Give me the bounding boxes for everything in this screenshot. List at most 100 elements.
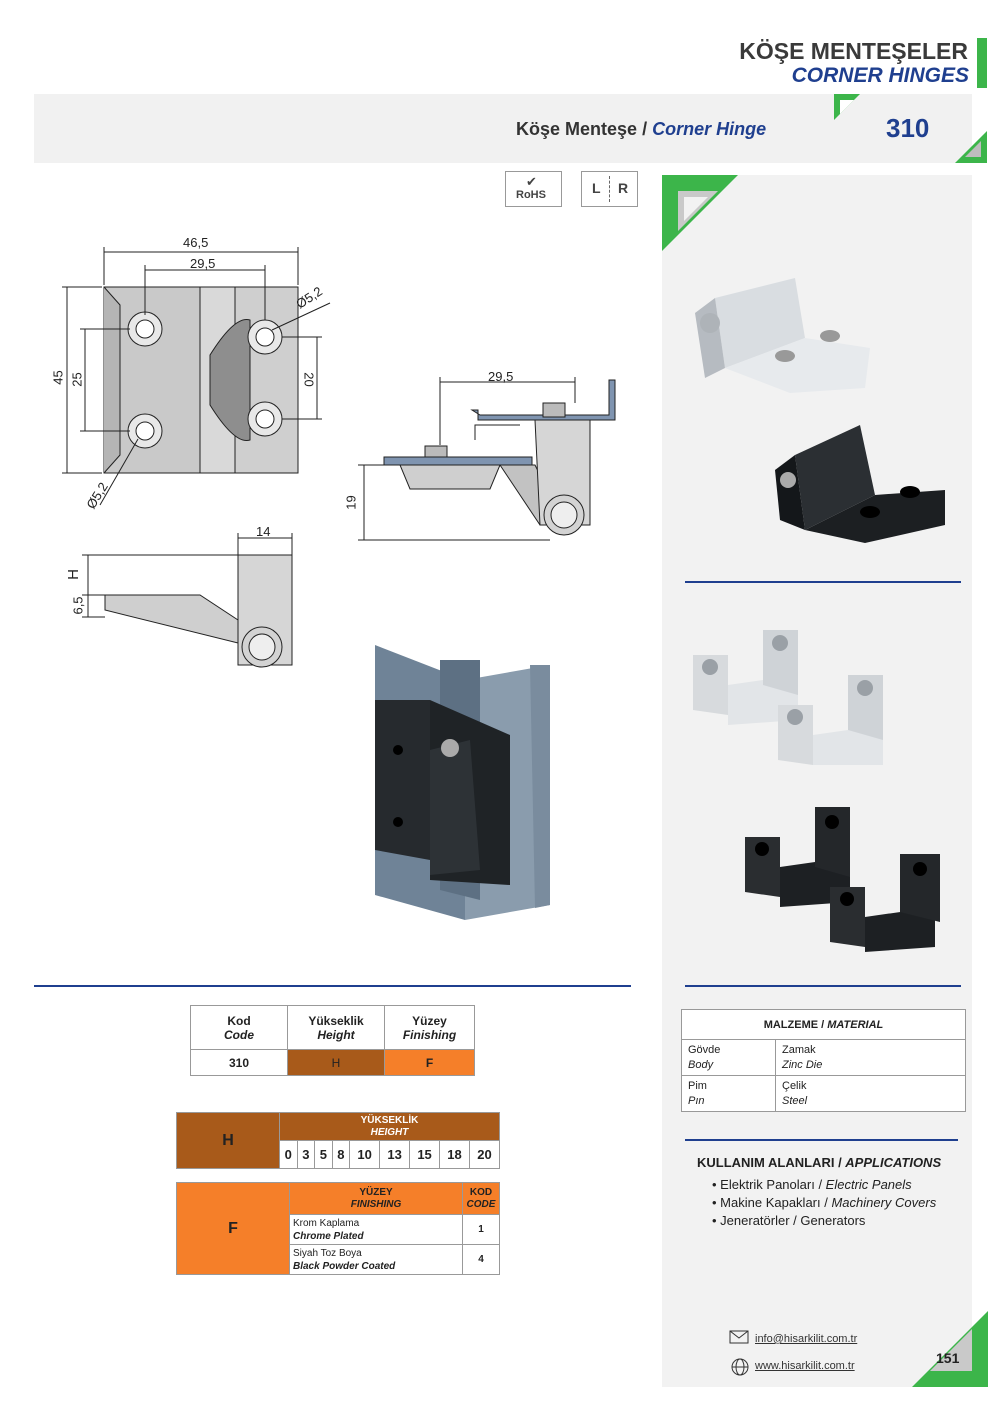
dim-45: 45	[50, 370, 66, 385]
material-title-tr: MALZEME	[763, 1018, 819, 1031]
height-values-row: 0 3 5 8 10 13 15 18 20	[177, 1140, 500, 1169]
height-value: 10	[349, 1140, 381, 1169]
height-header: Yükseklik Height	[287, 1005, 385, 1050]
globe-icon	[731, 1358, 749, 1376]
accent-bar	[977, 38, 987, 88]
height-value: 5	[314, 1140, 333, 1169]
page-title-tr: KÖŞE MENTEŞELER	[739, 38, 968, 64]
finishing-header: Yüzey Finishing	[384, 1005, 475, 1050]
dim-H: H	[64, 569, 82, 580]
header-tr: Yüzey	[412, 1013, 447, 1028]
application-en: Machinery Covers	[831, 1195, 937, 1210]
finish-name-en: Chrome Plated	[293, 1230, 364, 1242]
finish-label: F	[176, 1182, 290, 1275]
part-tr: Gövde	[688, 1043, 721, 1056]
material-tr: Çelik	[782, 1079, 807, 1092]
sidebar-corner-decoration	[662, 175, 738, 251]
part-tr: Pim	[688, 1079, 707, 1092]
product-name-sep: /	[642, 119, 648, 139]
height-label: H	[176, 1112, 280, 1169]
black-hinge-image	[775, 425, 945, 543]
code-table: Kod Code Yükseklik Height Yüzey Finishin…	[190, 1005, 475, 1076]
finish-title-tr: YÜZEY	[359, 1186, 393, 1198]
part-en: Pın	[688, 1094, 705, 1107]
email-link[interactable]: info@hisarkilit.com.tr	[755, 1333, 858, 1345]
application-tr: Jeneratörler	[720, 1213, 790, 1228]
divider-rule	[685, 581, 961, 583]
height-title-tr: YÜKSEKLİK	[360, 1114, 419, 1126]
material-part: Gövde Body	[681, 1039, 776, 1076]
product-name: Köşe Menteşe / Corner Hinge	[516, 119, 766, 140]
height-value: 20	[469, 1140, 500, 1169]
finish-name-en: Black Powder Coated	[293, 1260, 396, 1272]
material-tr: Zamak	[782, 1043, 816, 1056]
email-icon	[729, 1330, 749, 1344]
application-item: • Jeneratörler / Generators	[712, 1213, 866, 1228]
height-value: 8	[331, 1140, 351, 1169]
finish-name-tr: Krom Kaplama	[293, 1217, 360, 1229]
technical-drawing	[62, 247, 616, 668]
dim-19: 19	[343, 495, 359, 510]
product-name-tr: Köşe Menteşe	[516, 119, 638, 139]
dim-14: 14	[256, 524, 271, 539]
height-value: 18	[439, 1140, 470, 1169]
dim-29-5-side: 29,5	[488, 369, 514, 384]
application-tr: Makine Kapakları	[720, 1195, 821, 1210]
header-en: Finishing	[402, 1027, 457, 1042]
applications-title: KULLANIM ALANLARI / APPLICATIONS	[697, 1155, 942, 1170]
code-header: Kod Code	[190, 1005, 288, 1050]
height-value: 3	[296, 1140, 316, 1169]
divider	[609, 176, 611, 202]
finish-title: YÜZEY FINISHING	[289, 1182, 463, 1215]
chrome-hinge-image	[695, 278, 870, 393]
material-title: MALZEME / MATERIAL	[681, 1009, 966, 1040]
rohs-label: RoHS	[516, 189, 546, 201]
divider-rule	[685, 1139, 958, 1141]
finish-name: Krom Kaplama Chrome Plated	[289, 1214, 463, 1245]
height-cell: H	[287, 1049, 385, 1076]
height-value: 13	[379, 1140, 411, 1169]
page-corner-decoration	[912, 1311, 988, 1387]
material-value: Zamak Zinc Die	[775, 1039, 966, 1076]
application-en: Generators	[800, 1213, 866, 1228]
material-en: Steel	[782, 1094, 808, 1107]
right-label: R	[618, 180, 629, 196]
finish-code: 1	[462, 1214, 500, 1245]
dim-46-5: 46,5	[183, 235, 209, 250]
finishing-cell: F	[384, 1049, 475, 1076]
page-number: 151	[936, 1350, 960, 1366]
material-part: Pim Pın	[681, 1075, 776, 1112]
applications-title-tr: KULLANIM ALANLARI	[697, 1155, 835, 1170]
left-label: L	[592, 180, 601, 196]
header-en: Code	[224, 1027, 254, 1042]
product-header-band	[34, 94, 972, 163]
chrome-brackets-image	[693, 630, 883, 765]
mounted-hinge-image	[375, 645, 550, 920]
application-tr: Elektrik Panoları	[720, 1177, 815, 1192]
check-icon: ✔	[526, 174, 537, 189]
dim-25: 25	[69, 372, 85, 387]
material-row: Pim Pın Çelik Steel	[681, 1075, 966, 1112]
finish-name-tr: Siyah Toz Boya	[293, 1247, 362, 1259]
divider-rule	[685, 985, 961, 987]
divider-rule	[34, 985, 631, 987]
website-link[interactable]: www.hisarkilit.com.tr	[755, 1360, 855, 1372]
finish-name: Siyah Toz Boya Black Powder Coated	[289, 1244, 463, 1275]
material-title-en: MATERIAL	[827, 1018, 884, 1031]
height-value: 15	[409, 1140, 441, 1169]
application-en: Electric Panels	[825, 1177, 912, 1192]
dim-6-5: 6,5	[70, 596, 86, 615]
application-item: • Makine Kapakları / Machinery Covers	[712, 1195, 937, 1210]
finish-title-en: FINISHING	[350, 1198, 402, 1210]
dim-29-5-top: 29,5	[190, 256, 216, 271]
part-en: Body	[688, 1058, 714, 1071]
height-title-en: HEIGHT	[370, 1126, 409, 1138]
applications-list: • Elektrik Panoları / Electric Panels • …	[712, 1176, 936, 1230]
applications-title-en: APPLICATIONS	[845, 1155, 942, 1170]
material-value: Çelik Steel	[775, 1075, 966, 1112]
height-table: H YÜKSEKLİK HEIGHT 0 3 5 8 10 13 15 18 2…	[176, 1112, 500, 1169]
material-table: MALZEME / MATERIAL Gövde Body Zamak Zinc…	[681, 1009, 966, 1112]
header-tr: Yükseklik	[308, 1013, 364, 1028]
header-tr: Kod	[227, 1013, 251, 1028]
page-title-en: CORNER HINGES	[791, 64, 969, 87]
